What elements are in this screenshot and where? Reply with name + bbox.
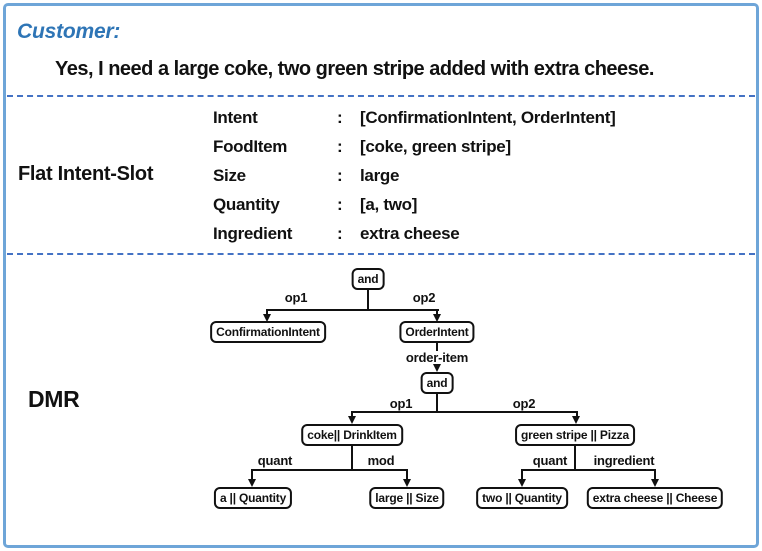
tree-edge (436, 309, 438, 316)
tree-edge (436, 393, 438, 412)
slot-colon: : (337, 108, 343, 128)
slot-key: Quantity (213, 194, 280, 214)
edge-arrowhead-icon (403, 479, 411, 487)
customer-utterance: Yes, I need a large coke, two green stri… (55, 58, 654, 80)
dashed-separator-top (7, 95, 755, 97)
edge-arrowhead-icon (433, 364, 441, 372)
edge-label-order-item: order-item (403, 350, 471, 365)
tree-edge (406, 469, 408, 481)
tree-edge (521, 469, 523, 481)
node-extra-cheese-cheese: extra cheese || Cheese (586, 487, 724, 509)
slot-key: Intent (213, 108, 258, 128)
customer-label: Customer: (17, 20, 121, 43)
edge-arrowhead-icon (518, 479, 526, 487)
slot-colon: : (337, 223, 343, 243)
slot-value: [a, two] (360, 194, 418, 214)
slot-value: [ConfirmationIntent, OrderIntent] (360, 108, 616, 128)
slot-row-size: Size : large (213, 162, 615, 191)
edge-arrowhead-icon (572, 416, 580, 424)
tree-edge (351, 411, 578, 413)
slot-colon: : (337, 194, 343, 214)
tree-edge (576, 411, 578, 418)
slot-row-intent: Intent : [ConfirmationIntent, OrderInten… (213, 104, 616, 133)
dmr-section-label: DMR (28, 386, 80, 412)
tree-edge (521, 469, 656, 471)
edge-label-quant: quant (257, 453, 293, 468)
edge-label-op1: op1 (389, 396, 413, 411)
tree-edge (266, 309, 268, 316)
node-coke-drinkitem: coke|| DrinkItem (301, 424, 403, 446)
edge-arrowhead-icon (433, 314, 441, 322)
tree-edge (367, 289, 369, 310)
edge-label-op2: op2 (412, 290, 436, 305)
slot-colon: : (337, 137, 343, 157)
slot-row-fooditem: FoodItem : [coke, green stripe] (213, 133, 615, 162)
edge-arrowhead-icon (651, 479, 659, 487)
node-confirmation-intent: ConfirmationIntent (210, 321, 326, 343)
tree-edge (251, 469, 408, 471)
slot-key: Size (213, 165, 246, 185)
edge-arrowhead-icon (348, 416, 356, 424)
edge-label-quant: quant (532, 453, 568, 468)
slot-value: extra cheese (360, 223, 460, 243)
node-order-intent: OrderIntent (399, 321, 475, 343)
slot-value: large (360, 165, 400, 185)
tree-edge (351, 446, 353, 471)
flat-intent-slot-table: Intent : [ConfirmationIntent, OrderInten… (213, 104, 616, 248)
edge-arrowhead-icon (263, 314, 271, 322)
slot-key: FoodItem (213, 137, 288, 157)
edge-label-mod: mod (367, 453, 395, 468)
tree-edge (351, 411, 353, 418)
node-green-stripe-pizza: green stripe || Pizza (515, 424, 635, 446)
node-large-size: large || Size (369, 487, 445, 509)
node-and-root: and (351, 268, 385, 290)
tree-edge (574, 446, 576, 471)
tree-edge (251, 469, 253, 481)
slot-row-quantity: Quantity : [a, two] (213, 190, 615, 219)
slot-row-ingredient: Ingredient : extra cheese (213, 219, 615, 248)
edge-label-ingredient: ingredient (593, 453, 655, 468)
edge-arrowhead-icon (248, 479, 256, 487)
flat-intent-slot-section-label: Flat Intent-Slot (18, 163, 154, 185)
tree-edge (654, 469, 656, 481)
edge-label-op1: op1 (284, 290, 308, 305)
slot-key: Ingredient (213, 223, 293, 243)
node-two-quantity: two || Quantity (476, 487, 568, 509)
tree-edge (266, 309, 439, 311)
node-and-order-item: and (420, 372, 454, 394)
node-a-quantity: a || Quantity (213, 487, 293, 509)
edge-label-op2: op2 (512, 396, 536, 411)
slot-value: [coke, green stripe] (360, 137, 511, 157)
dashed-separator-bottom (7, 253, 755, 255)
slot-colon: : (337, 165, 343, 185)
